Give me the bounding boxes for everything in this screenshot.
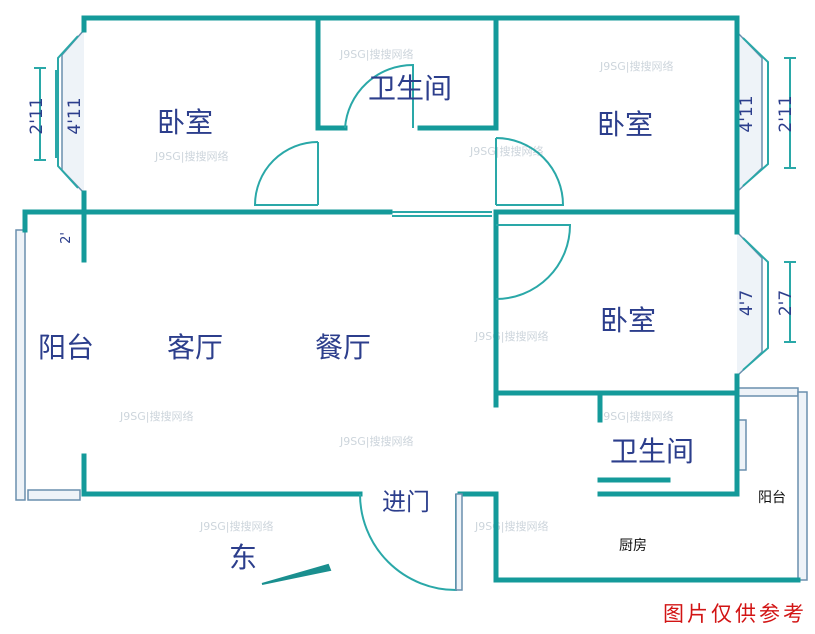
opening-living-bedrooms <box>392 211 492 217</box>
dim-right-top-outer: 2'11 <box>776 95 796 132</box>
dim-right-mid-outer: 2'7 <box>776 290 796 316</box>
watermark: J9SG|搜搜网络 <box>474 329 548 343</box>
dim-right-top-inner: 4'11 <box>737 95 757 132</box>
label-living-room: 客厅 <box>167 331 223 364</box>
label-kitchen: 厨房 <box>619 538 647 554</box>
dim-left-small: 2' <box>59 232 74 244</box>
bay-window-top-left-frame <box>57 35 79 189</box>
label-entrance: 进门 <box>382 488 430 516</box>
dim-right-mid-inner: 4'7 <box>737 290 757 316</box>
right-balcony-window-top <box>737 387 799 397</box>
dim-left-outer: 2'11 <box>27 97 47 134</box>
left-balcony-window <box>15 229 26 501</box>
dimensions: 2'11 4'11 4'11 2'11 4'7 2'7 2' <box>27 57 796 343</box>
label-bedroom-top-left: 卧室 <box>157 106 213 139</box>
watermark: J9SG|搜搜网络 <box>469 144 543 158</box>
watermark: J9SG|搜搜网络 <box>199 519 273 533</box>
bay-window-mid-right-frame <box>742 237 769 371</box>
wall-living-bottom <box>81 453 363 497</box>
door-bedroom-top-right <box>495 137 565 206</box>
label-bathroom-top: 卫生间 <box>368 72 452 105</box>
disclaimer-text: 图片仅供参考 <box>663 602 807 626</box>
door-bathroom-top <box>344 63 414 129</box>
label-bedroom-mid-right: 卧室 <box>600 304 656 337</box>
dim-line-right-mid <box>784 261 796 343</box>
watermark: J9SG|搜搜网络 <box>154 149 228 163</box>
watermark: J9SG|搜搜网络 <box>474 519 548 533</box>
watermark: J9SG|搜搜网络 <box>599 409 673 423</box>
watermark: J9SG|搜搜网络 <box>339 47 413 61</box>
watermark: J9SG|搜搜网络 <box>599 59 673 73</box>
wall-bath2-right <box>597 390 740 497</box>
doors <box>253 63 572 592</box>
dim-line-right-top <box>784 57 796 169</box>
room-labels: 卧室 卫生间 卧室 阳台 客厅 餐厅 卧室 卫生间 厨房 阳台 进门 东 <box>38 72 786 574</box>
door-entrance <box>359 493 457 592</box>
walls <box>22 15 801 583</box>
right-balcony-window-side <box>797 391 808 581</box>
label-bathroom-lower: 卫生间 <box>610 435 694 468</box>
label-balcony-right: 阳台 <box>758 490 786 506</box>
left-balcony-sill <box>27 489 81 501</box>
door-bedroom-mid <box>495 224 572 300</box>
door-bedroom-top-left <box>253 141 319 206</box>
dim-left-inner: 4'11 <box>65 97 85 134</box>
label-dining-room: 餐厅 <box>315 331 371 364</box>
label-bedroom-top-right: 卧室 <box>597 108 653 141</box>
watermarks: J9SG|搜搜网络 J9SG|搜搜网络 J9SG|搜搜网络 J9SG|搜搜网络 … <box>119 47 673 533</box>
wall-kitchen <box>493 491 801 583</box>
label-east: 东 <box>229 541 257 574</box>
watermark: J9SG|搜搜网络 <box>119 409 193 423</box>
wall-top <box>81 15 740 215</box>
east-arrow-icon <box>261 563 332 585</box>
dim-line-left-outer <box>34 67 46 161</box>
bay-window-top-right-frame <box>742 37 769 187</box>
door-entrance-leaf <box>455 493 463 591</box>
watermark: J9SG|搜搜网络 <box>339 434 413 448</box>
label-balcony-left: 阳台 <box>38 331 94 364</box>
